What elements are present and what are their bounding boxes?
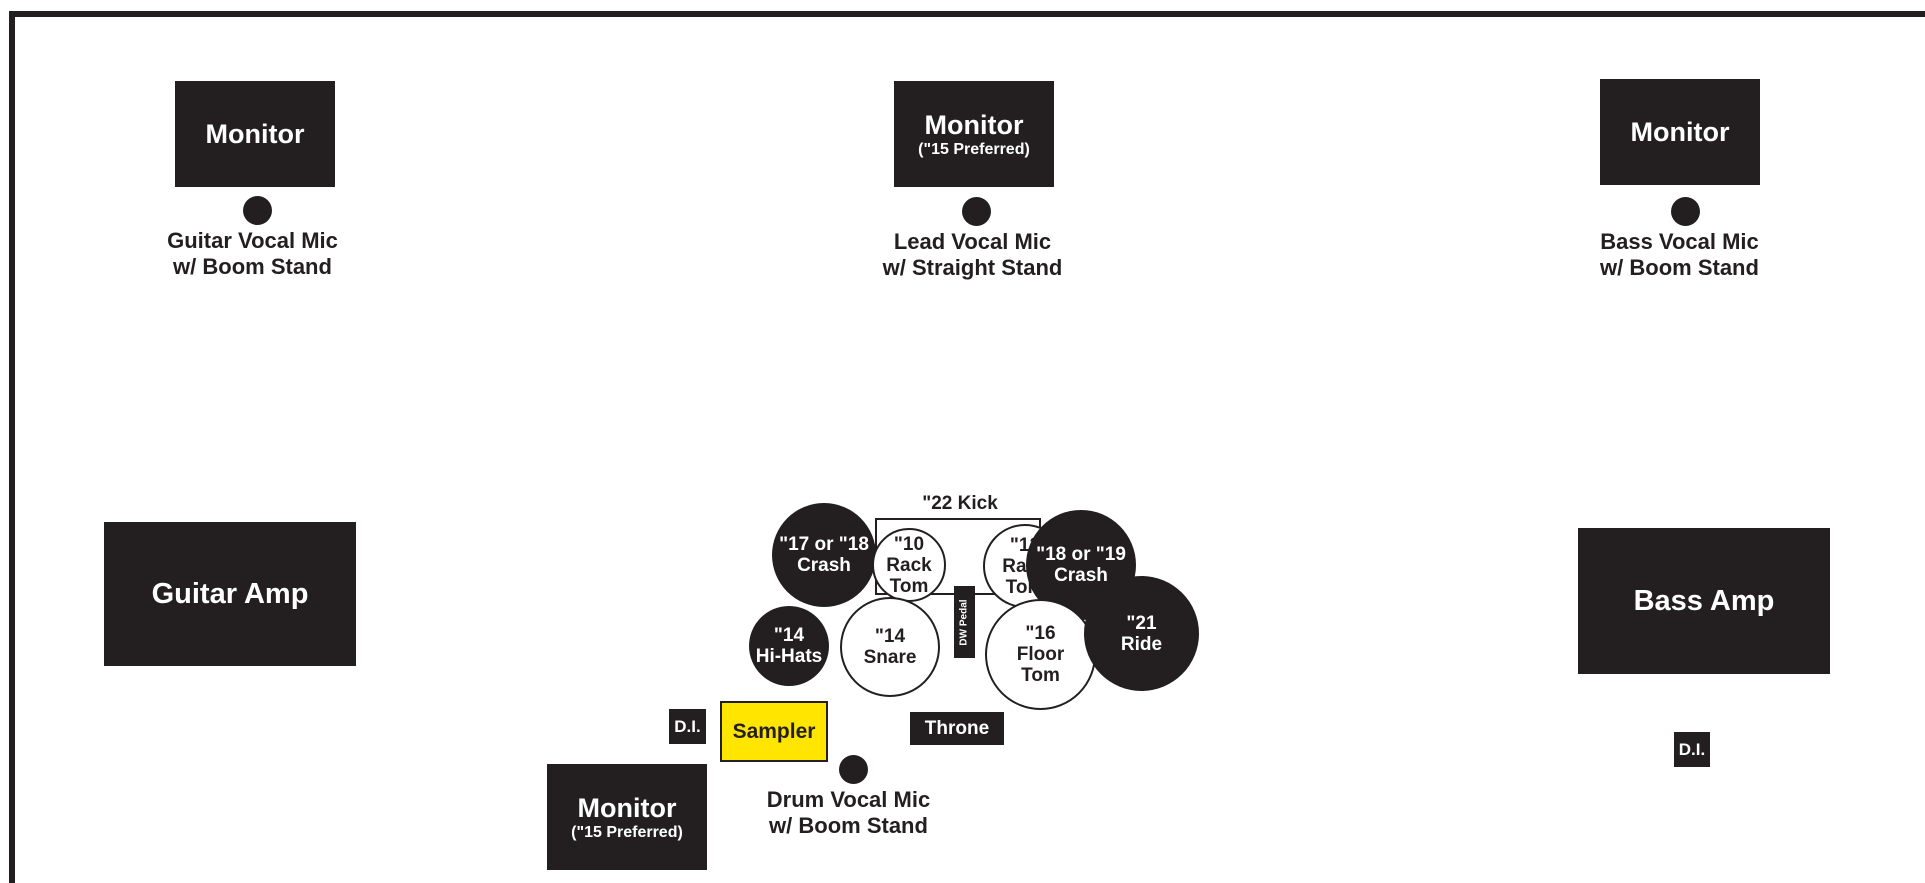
dw-pedal: DW Pedal <box>954 586 975 658</box>
drum-vocal-mic-label: Drum Vocal Mic w/ Boom Stand <box>736 787 961 839</box>
guitar-vocal-mic-label: Guitar Vocal Mic w/ Boom Stand <box>140 228 365 280</box>
drum-mic-line1: Drum Vocal Mic <box>766 787 931 812</box>
monitor-bass-title: Monitor <box>1630 117 1730 147</box>
bass-mic-line1: Bass Vocal Mic <box>1600 229 1759 254</box>
floor-tom: "16 Floor Tom <box>985 599 1096 710</box>
bass-vocal-mic <box>1671 197 1700 226</box>
drum-vocal-mic <box>839 755 868 784</box>
bass-vocal-mic-label: Bass Vocal Mic w/ Boom Stand <box>1567 229 1792 281</box>
monitor-drum: Monitor ("15 Preferred) <box>547 764 707 870</box>
lead-mic-line1: Lead Vocal Mic <box>893 229 1052 254</box>
guitar-amp: Guitar Amp <box>104 522 356 666</box>
di-left: D.I. <box>669 709 706 744</box>
kick-label: "22 Kick <box>922 493 998 514</box>
rack-tom-10: "10 Rack Tom <box>872 528 946 602</box>
sampler: Sampler <box>720 701 828 762</box>
drum-mic-line2: w/ Boom Stand <box>769 813 928 838</box>
monitor-drum-sub: ("15 Preferred) <box>571 823 683 841</box>
lead-vocal-mic-label: Lead Vocal Mic w/ Straight Stand <box>860 229 1085 281</box>
bass-amp-label: Bass Amp <box>1633 585 1775 617</box>
crash-right: "18 or "19 Crash <box>1026 510 1136 620</box>
monitor-lead: Monitor ("15 Preferred) <box>894 81 1054 187</box>
crash-left: "17 or "18 Crash <box>772 503 876 607</box>
monitor-lead-sub: ("15 Preferred) <box>918 140 1030 158</box>
throne: Throne <box>910 712 1004 745</box>
monitor-lead-title: Monitor <box>924 109 1024 140</box>
bass-amp: Bass Amp <box>1578 528 1830 674</box>
bass-mic-line2: w/ Boom Stand <box>1600 255 1759 280</box>
ride: "21 Ride <box>1084 576 1199 691</box>
guitar-vocal-mic <box>243 196 272 225</box>
snare: "14 Snare <box>840 597 940 697</box>
di-right: D.I. <box>1674 732 1710 767</box>
stage-border <box>9 11 1925 883</box>
guitar-mic-line1: Guitar Vocal Mic <box>167 228 338 253</box>
guitar-amp-label: Guitar Amp <box>151 578 309 610</box>
lead-mic-line2: w/ Straight Stand <box>882 255 1063 280</box>
monitor-guitar: Monitor <box>175 81 335 187</box>
hi-hats: "14 Hi-Hats <box>749 606 829 686</box>
monitor-guitar-title: Monitor <box>205 119 305 149</box>
monitor-bass: Monitor <box>1600 79 1760 185</box>
guitar-mic-line2: w/ Boom Stand <box>173 254 332 279</box>
lead-vocal-mic <box>962 197 991 226</box>
monitor-drum-title: Monitor <box>577 792 677 823</box>
dw-pedal-label: DW Pedal <box>959 598 970 646</box>
